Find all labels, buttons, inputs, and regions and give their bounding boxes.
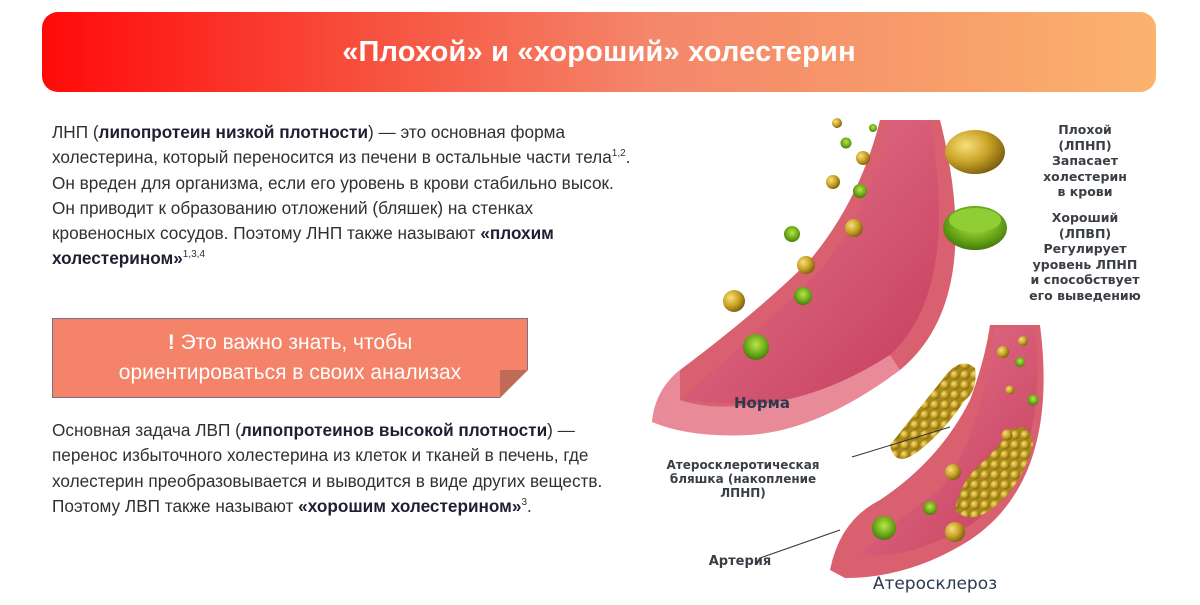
cholesterol-illustration: Норма Плохой (ЛПНП) Запасает холес: [640, 100, 1180, 600]
vessel-illustration: Норма: [652, 118, 1044, 578]
footnote-ref: 3: [521, 496, 528, 508]
legend-line: холестерин: [1043, 168, 1127, 184]
ldl-prefix: ЛНП (: [52, 122, 99, 142]
legend-line: уровень ЛПНП: [1032, 256, 1138, 272]
legend-line: его выведению: [1029, 287, 1141, 303]
artery-label: Артерия: [708, 554, 772, 569]
atherosclerosis-vessel: [830, 325, 1044, 578]
title-banner: «Плохой» и «хороший» холестерин: [42, 12, 1156, 92]
ldl-term: липопротеин низкой плотности: [98, 122, 369, 142]
artery-pointer-line: [759, 529, 841, 559]
ldl-text-2: . Он вреден для организма, если его уров…: [52, 147, 631, 244]
hdl-nickname: «хорошим холестерином»: [298, 495, 522, 516]
legend-line: Плохой: [1058, 122, 1112, 137]
exclamation-icon: !: [167, 331, 175, 354]
normal-vessel: [652, 118, 956, 436]
plaque-label-line: ЛПНП): [720, 486, 766, 500]
plaque-label-line: Атеросклеротическая: [666, 458, 820, 472]
plaque-label-line: бляшка (накопление: [669, 472, 817, 486]
legend-line: (ЛПВП): [1058, 225, 1112, 241]
legend-line: Запасает: [1052, 153, 1118, 168]
ldl-text-1: ) — это основная форма холестерина, кото…: [52, 122, 612, 168]
important-note-box: ! Это важно знать, чтобы ориентироваться…: [52, 318, 528, 398]
legend-line: Регулирует: [1043, 241, 1127, 256]
plaque-pointer-line: [851, 426, 951, 458]
ldl-legend: Плохой (ЛПНП) Запасает холестерин в кров…: [1010, 122, 1160, 200]
ldl-particle-icon: [945, 130, 1005, 174]
hdl-term: липопротеинов высокой плотности: [240, 420, 548, 440]
hdl-paragraph: Основная задача ЛВП (липопротеинов высок…: [52, 418, 632, 519]
footnote-ref: 1,2: [611, 148, 626, 160]
note-line-1: Это важно знать, чтобы: [180, 331, 413, 354]
hdl-text-1: ) — перенос избыточного холестерина из к…: [52, 420, 603, 516]
footnote-ref: 1,3,4: [182, 249, 206, 261]
ldl-nickname: «плохим холестерином»: [52, 223, 554, 269]
plaque-label: Атеросклеротическая бляшка (накопление Л…: [648, 458, 838, 500]
ldl-paragraph: ЛНП (липопротеин низкой плотности) — это…: [52, 120, 632, 272]
hdl-end: .: [527, 495, 532, 516]
legend-line: (ЛПНП): [1058, 137, 1112, 153]
legend-line: в крови: [1057, 184, 1113, 199]
hdl-legend: Хороший (ЛПВП) Регулирует уровень ЛПНП и…: [1000, 210, 1170, 303]
page-title: «Плохой» и «хороший» холестерин: [342, 35, 856, 68]
normal-label: Норма: [734, 394, 790, 412]
hdl-prefix: Основная задача ЛВП (: [52, 420, 241, 440]
atherosclerosis-label: Атеросклероз: [872, 574, 998, 594]
legend-line: и способствует: [1030, 272, 1140, 287]
legend-line: Хороший: [1051, 210, 1119, 225]
note-line-2: ориентироваться в своих анализах: [118, 361, 462, 384]
page-fold-icon: [500, 370, 528, 398]
